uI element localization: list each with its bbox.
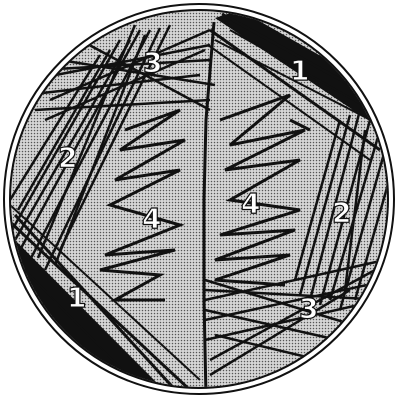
label-1-lower-left: 1 <box>67 281 86 314</box>
label-4-center-left: 4 <box>142 202 161 235</box>
label-3-top: 3 <box>143 46 162 79</box>
label-2-left: 2 <box>58 141 77 174</box>
label-1-upper-right: 1 <box>290 54 309 87</box>
label-4-center-right: 4 <box>241 187 260 220</box>
label-2-right: 2 <box>332 196 351 229</box>
label-3-bottom: 3 <box>299 292 318 325</box>
